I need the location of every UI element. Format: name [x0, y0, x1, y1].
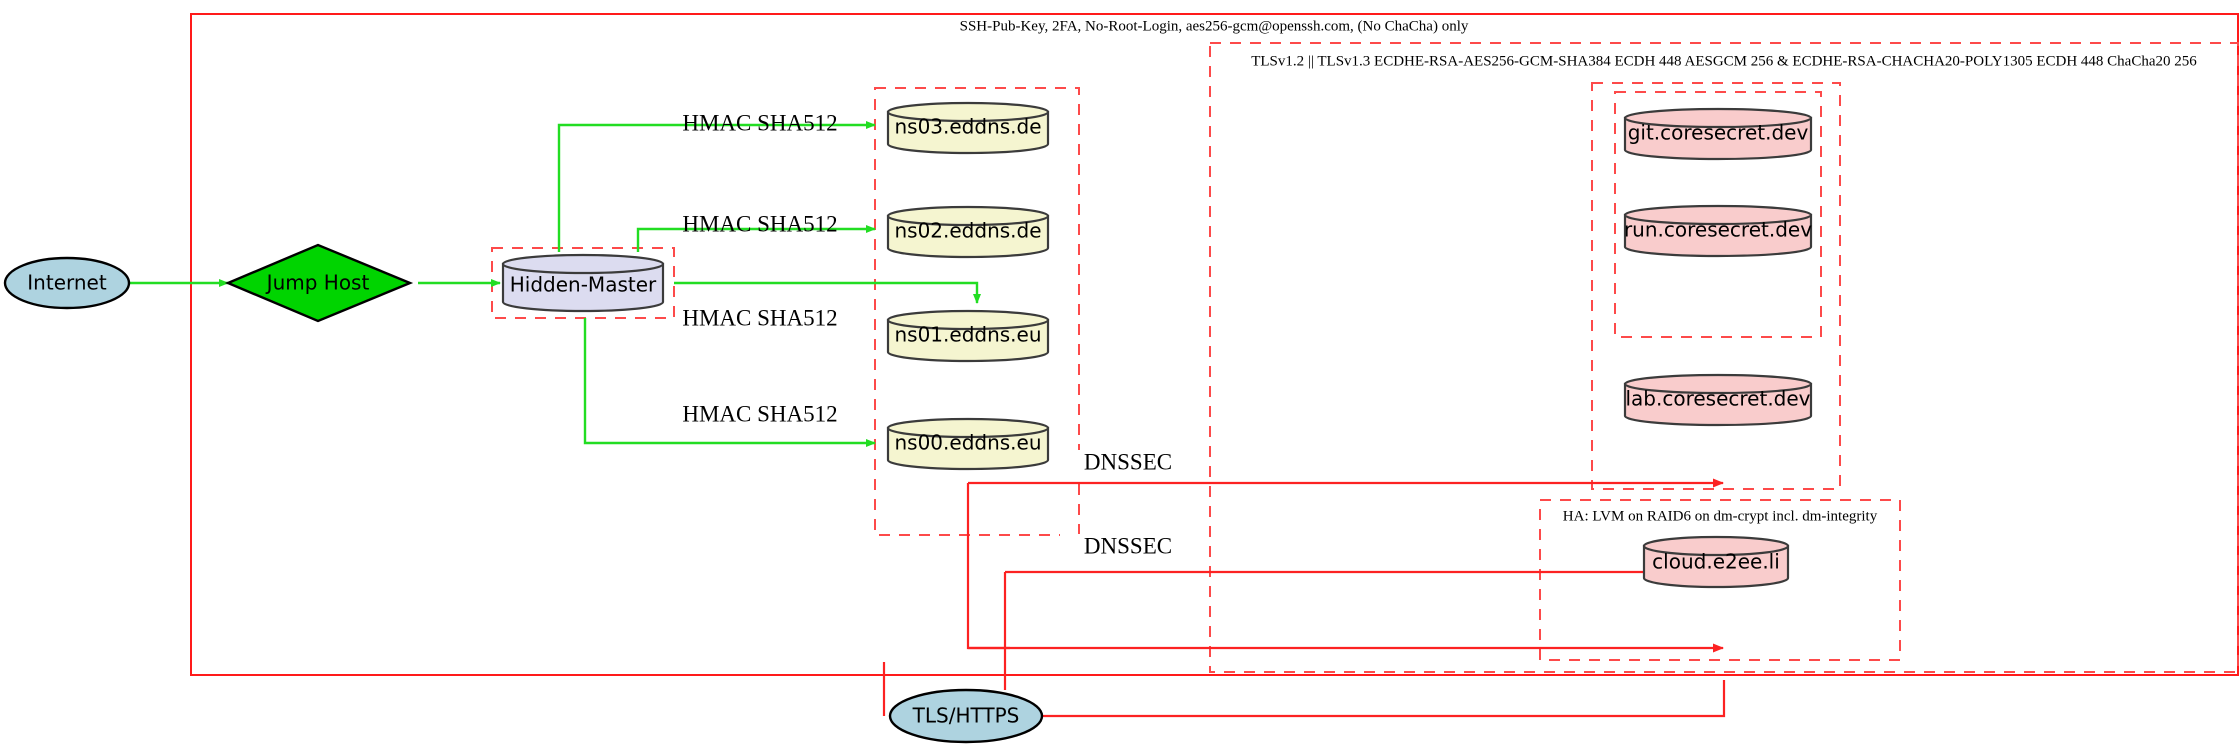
cluster-tls: TLSv1.2 || TLSv1.3 ECDHE-RSA-AES256-GCM-…: [1209, 42, 2239, 673]
node-run-coresecret[interactable]: run.coresecret.dev: [1623, 204, 1812, 258]
node-git-coresecret-label: git.coresecret.dev: [1628, 121, 1809, 145]
tls-cluster-label: TLSv1.2 || TLSv1.3 ECDHE-RSA-AES256-GCM-…: [1251, 53, 2197, 69]
edge-hiddenmaster-to-ns00: [583, 318, 876, 447]
edge-label-dnssec-upper: DNSSEC: [1084, 449, 1172, 474]
edge-hiddenmaster-to-ns03: [557, 121, 876, 252]
tls-cluster-box: [1209, 42, 2239, 673]
cluster-dns: [874, 87, 1080, 536]
edge-label-hmac-ns03: HMAC SHA512: [682, 110, 837, 135]
node-hidden-master-label: Hidden-Master: [510, 273, 657, 297]
edge-label-dnssec-lower: DNSSEC: [1084, 533, 1172, 558]
coresecret-cluster-box: [1591, 82, 1841, 490]
cluster-coresecret: [1591, 82, 1841, 490]
node-git-coresecret[interactable]: git.coresecret.dev: [1623, 107, 1813, 161]
node-cloud-e2ee[interactable]: cloud.e2ee.li: [1642, 535, 1790, 589]
ha-cluster-box: [1539, 499, 1901, 661]
node-jump-host-label: Jump Host: [265, 271, 370, 295]
node-tls-https-label: TLS/HTTPS: [912, 704, 1020, 728]
node-cloud-e2ee-label: cloud.e2ee.li: [1652, 550, 1780, 574]
coresecret-inner-cluster-box: [1614, 91, 1822, 338]
node-ns02[interactable]: ns02.eddns.de: [886, 205, 1050, 259]
dns-cluster-box: [874, 87, 1080, 536]
node-hidden-master[interactable]: Hidden-Master: [501, 253, 665, 313]
node-ns03[interactable]: ns03.eddns.de: [886, 101, 1050, 155]
cluster-ha: HA: LVM on RAID6 on dm-crypt incl. dm-in…: [1539, 499, 1901, 661]
node-ns02-label: ns02.eddns.de: [894, 219, 1041, 243]
node-ns03-label: ns03.eddns.de: [894, 115, 1041, 139]
ssh-cluster-box: [190, 13, 2239, 676]
ha-cluster-label: HA: LVM on RAID6 on dm-crypt incl. dm-in…: [1563, 508, 1878, 524]
edge-tlshttps-right: [1036, 680, 1726, 718]
edge-hiddenmaster-to-ns02: [636, 225, 876, 252]
dnssec-upper-label-bg: [1060, 450, 1200, 478]
node-internet[interactable]: Internet: [3, 256, 131, 310]
edge-hiddenmaster-to-ns01: [674, 281, 981, 304]
node-ns00-label: ns00.eddns.eu: [894, 431, 1041, 455]
node-internet-label: Internet: [27, 271, 107, 295]
node-ns01-label: ns01.eddns.eu: [894, 323, 1041, 347]
node-jump-host[interactable]: Jump Host: [224, 243, 414, 323]
cluster-ssh: SSH-Pub-Key, 2FA, No-Root-Login, aes256-…: [190, 13, 2239, 676]
dnssec-lower-label-bg: [1060, 534, 1200, 562]
edge-label-hmac-ns00: HMAC SHA512: [682, 401, 837, 426]
node-ns00[interactable]: ns00.eddns.eu: [886, 417, 1050, 471]
node-tls-https[interactable]: TLS/HTTPS: [888, 688, 1044, 744]
edge-label-hmac-ns01: HMAC SHA512: [682, 305, 837, 330]
node-lab-coresecret-label: lab.coresecret.dev: [1625, 387, 1810, 411]
node-run-coresecret-label: run.coresecret.dev: [1624, 218, 1812, 242]
edge-label-hmac-ns02: HMAC SHA512: [682, 211, 837, 236]
node-ns01[interactable]: ns01.eddns.eu: [886, 309, 1050, 363]
ssh-cluster-label: SSH-Pub-Key, 2FA, No-Root-Login, aes256-…: [960, 18, 1469, 34]
node-lab-coresecret[interactable]: lab.coresecret.dev: [1623, 373, 1813, 427]
edge-red-vert-left: [966, 483, 1010, 650]
